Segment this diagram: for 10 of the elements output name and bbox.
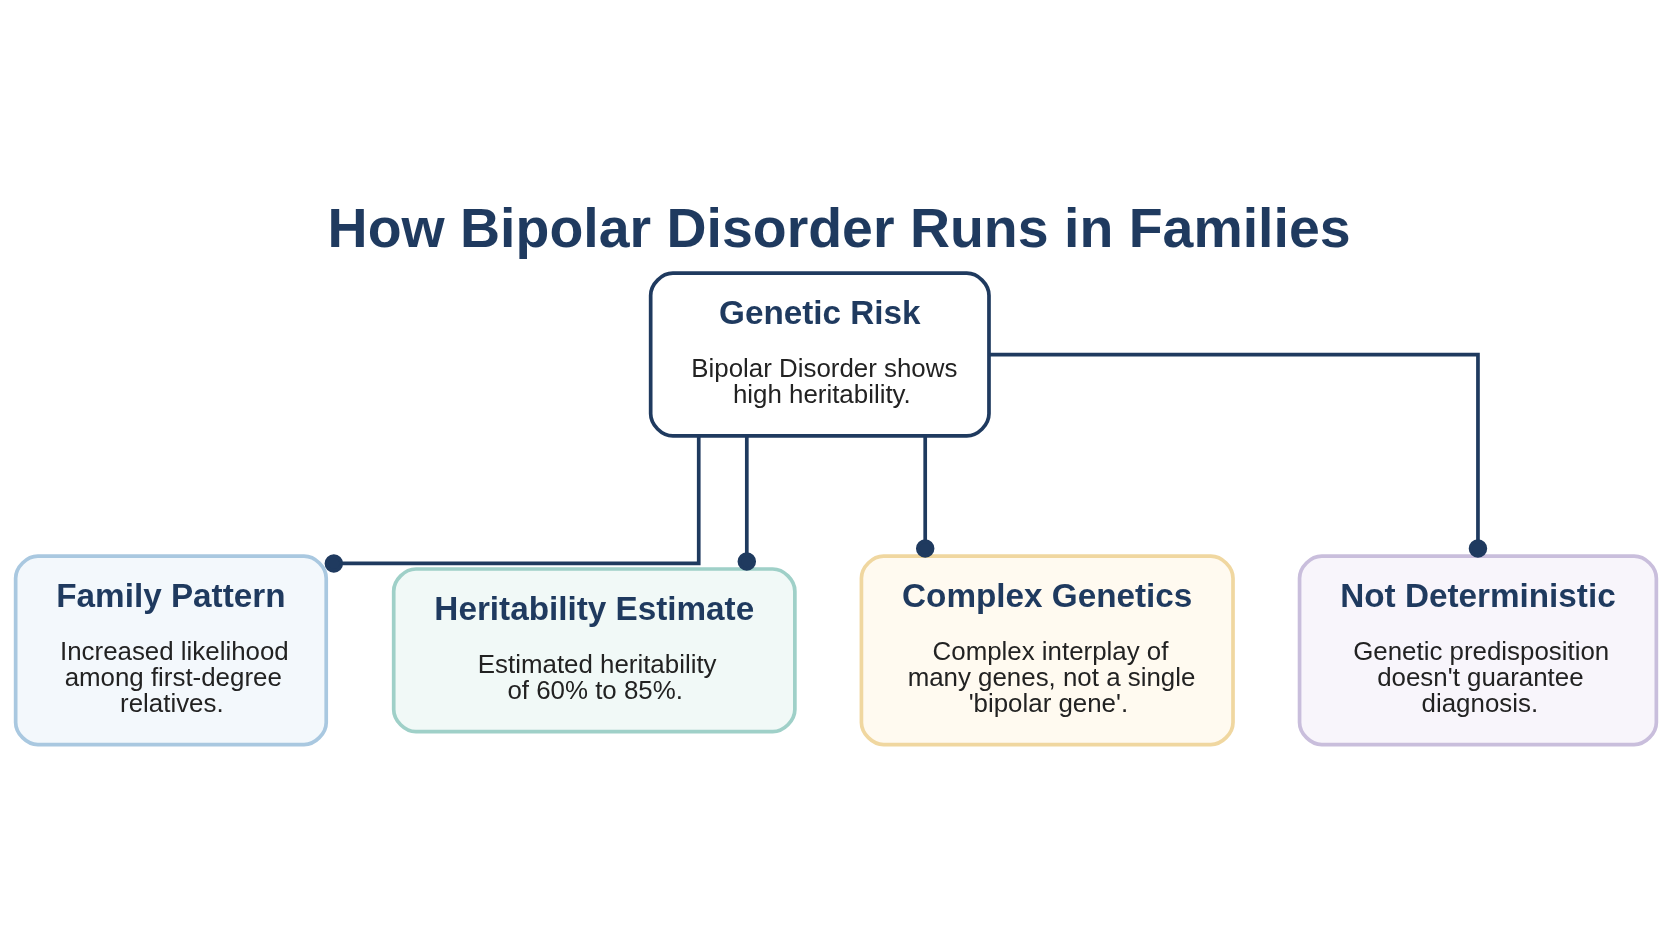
node-box: Heritability Estimate Estimated heritability of 60% to 85%.: [391, 566, 797, 733]
connector: [737, 435, 757, 571]
connector: [915, 435, 935, 558]
node-box: Family Pattern Increased likelihood among first-degree relatives.: [13, 553, 329, 746]
node-box: Not Deterministic Genetic predisposition doesn't guarantee diagnosis.: [1297, 553, 1659, 746]
diagram-title: How Bipolar Disorder Runs in Families: [327, 196, 1351, 259]
node-box: Genetic Risk Bipolar Disorder shows high heritability.: [648, 270, 991, 438]
connector: [989, 352, 1488, 558]
node-box: Complex Genetics Complex interplay of many genes, not a single 'bipolar gene'.: [859, 553, 1235, 746]
connector: [324, 435, 701, 573]
